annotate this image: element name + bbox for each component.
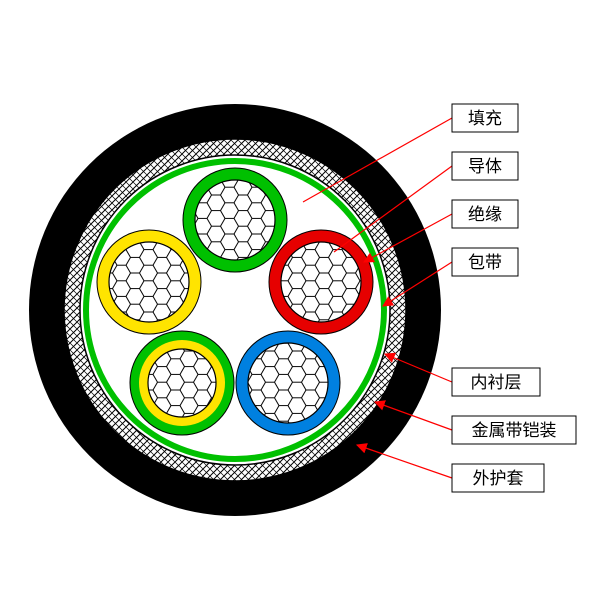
conductor-strands-right: [281, 242, 361, 322]
label-conductor: 导体: [451, 151, 519, 181]
leader-lines: [302, 117, 453, 479]
label-box-outer-sheath: [451, 463, 545, 493]
leader-line-metal-tape-armor: [373, 400, 453, 431]
label-box-insulation: [451, 199, 519, 229]
label-insulation: 绝缘: [451, 199, 519, 229]
label-tape: 包带: [451, 247, 519, 277]
label-box-tape: [451, 247, 519, 277]
label-outer-sheath: 外护套: [451, 463, 545, 493]
label-text-metal-tape-armor: 金属带铠装: [472, 421, 557, 440]
leader-line-insulation: [363, 213, 453, 263]
label-box-conductor: [451, 151, 519, 181]
conductor-strands-left: [109, 242, 189, 322]
core-phase-right: [268, 229, 374, 335]
label-box-filling: [451, 103, 519, 133]
leader-line-inner-lining: [384, 352, 453, 383]
label-text-tape: 包带: [468, 253, 502, 272]
label-metal-tape-armor: 金属带铠装: [451, 415, 577, 445]
core-phase-top: [182, 167, 288, 273]
core-neutral-bottom-right: [235, 330, 341, 436]
conductor-strands-earth: [148, 349, 216, 417]
conductor-strands-bottom-right: [248, 343, 328, 423]
label-text-inner-lining: 内衬层: [471, 373, 522, 392]
labels: 填充 导体 绝缘 包带 内衬层 金属带铠装 外护套: [451, 103, 577, 493]
leader-line-tape: [382, 261, 453, 307]
label-box-inner-lining: [451, 367, 541, 397]
label-filling: 填充: [451, 103, 519, 133]
armor-inner-boundary: [79, 154, 391, 466]
label-text-filling: 填充: [468, 109, 502, 128]
label-text-conductor: 导体: [468, 157, 502, 176]
inner-lining-ring: [83, 158, 387, 462]
core-phase-left: [96, 229, 202, 335]
label-box-metal-tape-armor: [451, 415, 577, 445]
core-earth-bottom-left: [129, 330, 235, 436]
leader-line-outer-sheath: [355, 443, 453, 479]
label-text-insulation: 绝缘: [468, 205, 502, 224]
label-inner-lining: 内衬层: [451, 367, 541, 397]
conductor-strands-top: [195, 180, 275, 260]
cable: [29, 104, 441, 516]
label-text-outer-sheath: 外护套: [473, 469, 524, 488]
leader-line-filling: [302, 117, 453, 203]
leader-line-conductor: [333, 165, 453, 253]
